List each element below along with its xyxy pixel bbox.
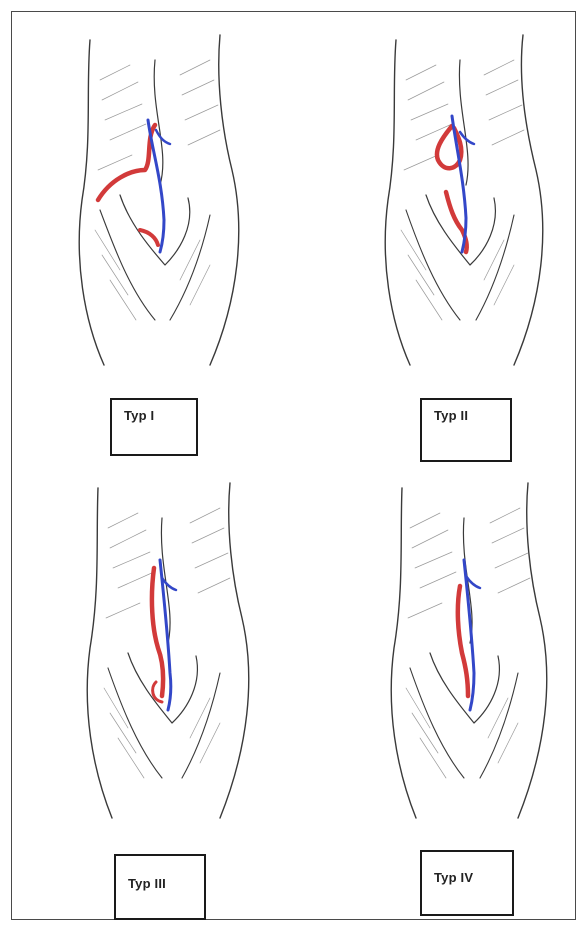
panel-label: Typ IV [434, 870, 473, 885]
panel-label: Typ II [434, 408, 468, 423]
shading [406, 508, 530, 778]
popliteal-sketch-type-2 [368, 20, 587, 380]
panel-type-3: Typ III [72, 468, 312, 923]
label-box-type-1: Typ I [110, 398, 198, 456]
panel-label: Typ I [124, 408, 154, 423]
label-box-type-3: Typ III [114, 854, 206, 920]
popliteal-sketch-type-3 [72, 468, 312, 838]
panel-label: Typ III [128, 876, 166, 891]
leg-outline [79, 35, 239, 365]
artery-path [98, 125, 155, 200]
panel-type-4: Typ IV [378, 468, 587, 923]
vein-branch [156, 130, 170, 144]
label-box-type-2: Typ II [420, 398, 512, 462]
panel-type-2: Typ II [368, 20, 587, 475]
artery-path [458, 586, 468, 696]
popliteal-sketch-type-1 [60, 20, 300, 380]
label-box-type-4: Typ IV [420, 850, 514, 916]
shading [95, 60, 220, 320]
panel-type-1: Typ I [60, 20, 300, 475]
popliteal-sketch-type-4 [378, 468, 587, 838]
leg-outline [391, 483, 547, 818]
